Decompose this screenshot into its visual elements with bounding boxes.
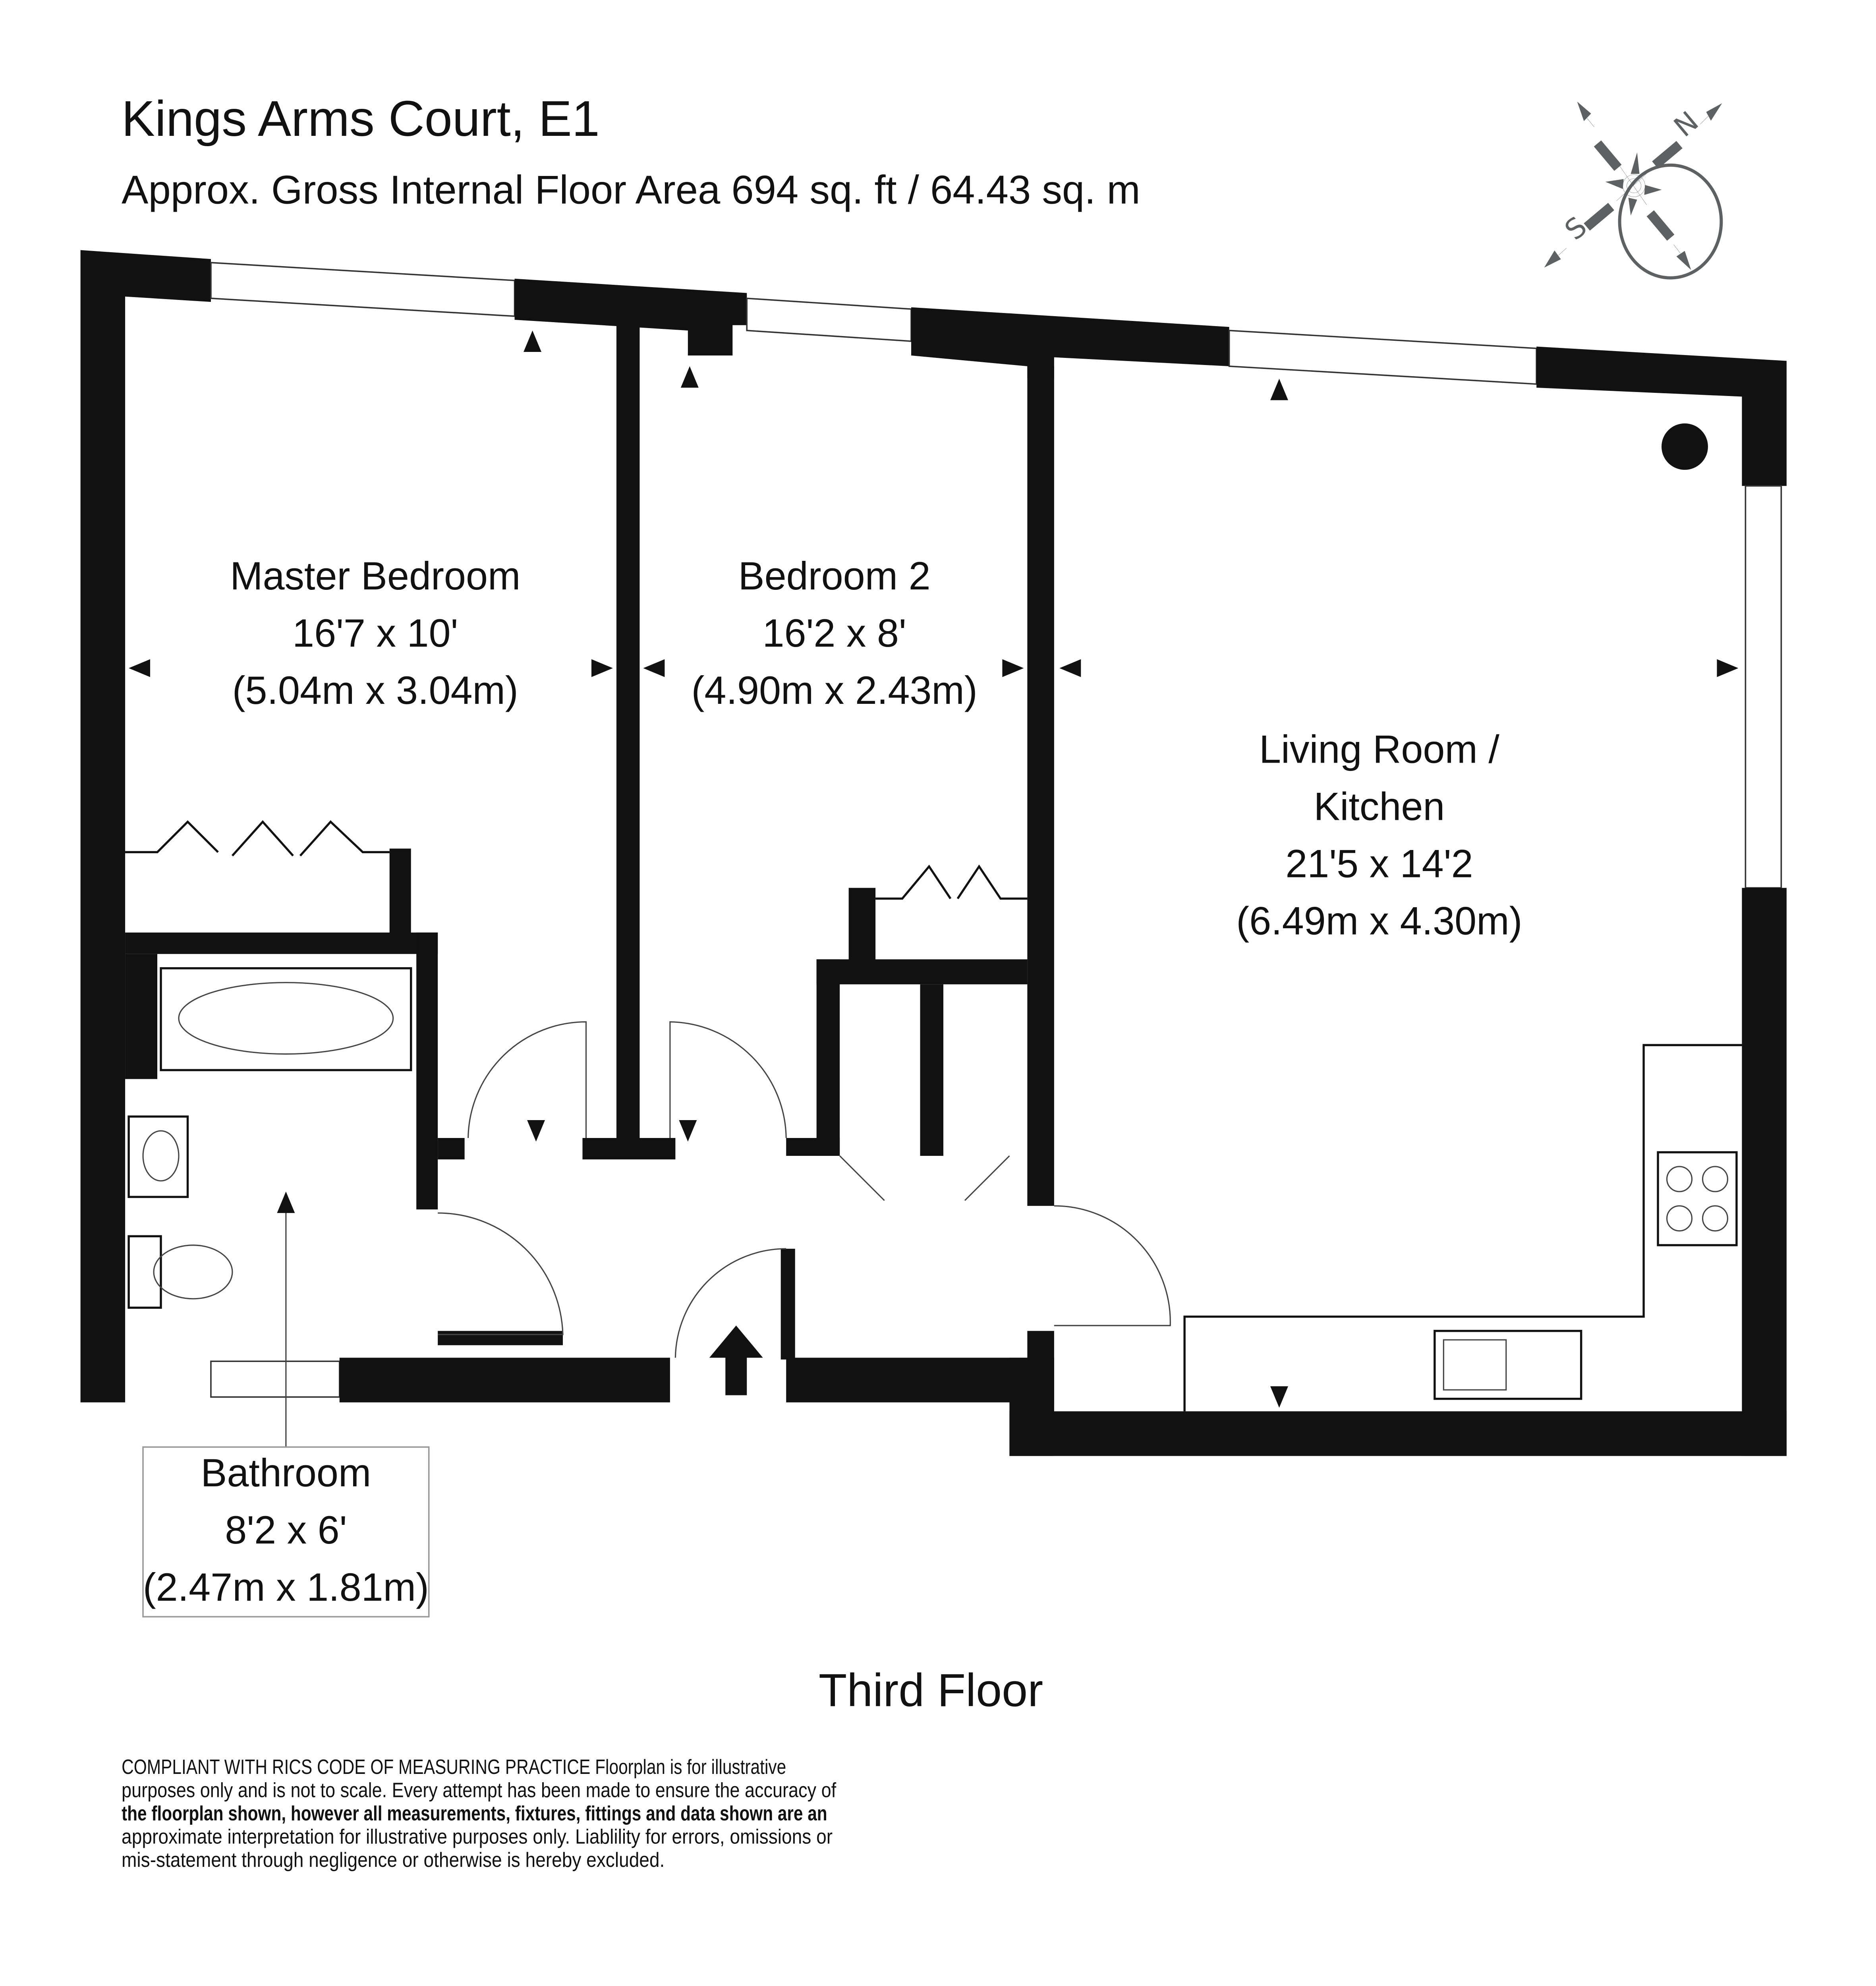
wall xyxy=(438,1331,563,1345)
door-swing xyxy=(1054,1205,1171,1326)
room-bathroom: Bathroom 8'2 x 6' (2.47m x 1.81m) xyxy=(142,1446,430,1618)
south-label: S xyxy=(1559,211,1593,247)
wall xyxy=(125,954,158,1079)
compass-rose-icon: N S xyxy=(1544,101,1723,280)
wall xyxy=(911,307,1229,379)
wall xyxy=(1027,1331,1054,1412)
wall xyxy=(816,959,1028,985)
disclaimer-line: approximate interpretation for illustrat… xyxy=(122,1825,833,1848)
cupboard-doors xyxy=(839,1155,1010,1201)
room-imperial: 8'2 x 6' xyxy=(225,1508,347,1552)
property-title: Kings Arms Court, E1 xyxy=(122,91,600,147)
wall xyxy=(438,1138,465,1159)
entrance-arrow-icon xyxy=(709,1325,763,1395)
wall xyxy=(1027,366,1054,1206)
room-bedroom-2: Bedroom 2 16'2 x 8' (4.90m x 2.43m) xyxy=(691,554,977,712)
door-swing xyxy=(674,1248,786,1358)
room-name: Living Room / xyxy=(1259,727,1499,771)
plan-area: Master Bedroom 16'7 x 10' (5.04m x 3.04m… xyxy=(80,250,1787,1618)
basin xyxy=(128,1115,189,1198)
wall xyxy=(339,1358,670,1403)
wall xyxy=(1536,346,1787,486)
wall xyxy=(1742,888,1787,1456)
wall xyxy=(80,250,211,1403)
room-imperial: 21'5 x 14'2 xyxy=(1285,841,1473,885)
window xyxy=(210,1360,340,1398)
column xyxy=(1662,423,1708,470)
wall xyxy=(848,888,876,963)
room-imperial: 16'2 x 8' xyxy=(762,611,906,655)
window xyxy=(746,298,912,342)
floorplan xyxy=(80,250,1787,1456)
room-imperial: 16'7 x 10' xyxy=(292,611,458,655)
room-metric: (5.04m x 3.04m) xyxy=(232,668,518,712)
window xyxy=(210,262,516,317)
wall xyxy=(616,325,640,1156)
kitchen-counter xyxy=(1183,1044,1742,1412)
floor-label: Third Floor xyxy=(819,1664,1043,1716)
disclaimer: COMPLIANT WITH RICS CODE OF MEASURING PR… xyxy=(122,1755,837,1871)
door-swing xyxy=(438,1212,564,1335)
room-metric: (6.49m x 4.30m) xyxy=(1236,898,1522,943)
north-label: N xyxy=(1668,105,1704,143)
floor-area: Approx. Gross Internal Floor Area 694 sq… xyxy=(122,168,1140,213)
toilet xyxy=(128,1235,162,1309)
wardrobe-doors xyxy=(875,864,1028,900)
disclaimer-line: purposes only and is not to scale. Every… xyxy=(122,1779,837,1802)
room-name: Master Bedroom xyxy=(230,554,520,598)
wall xyxy=(582,1138,676,1159)
wall xyxy=(781,1248,795,1360)
wall xyxy=(1009,1411,1787,1456)
sink xyxy=(1434,1330,1582,1400)
room-master-bedroom: Master Bedroom 16'7 x 10' (5.04m x 3.04m… xyxy=(230,554,520,712)
floorplan-sheet: Kings Arms Court, E1 Approx. Gross Inter… xyxy=(80,91,1787,1871)
hob xyxy=(1657,1151,1738,1246)
disclaimer-line: mis-statement through negligence or othe… xyxy=(122,1848,665,1871)
wall xyxy=(389,848,411,938)
room-name: Bedroom 2 xyxy=(738,554,931,598)
room-name: Kitchen xyxy=(1314,784,1445,828)
dimension-arrows xyxy=(129,330,1739,1408)
wall xyxy=(816,959,840,1156)
door-swing xyxy=(669,1021,787,1138)
room-living-kitchen: Living Room / Kitchen 21'5 x 14'2 (6.49m… xyxy=(1236,727,1522,943)
wall xyxy=(920,984,943,1156)
window xyxy=(1228,330,1538,385)
wall xyxy=(416,932,438,1209)
disclaimer-line: COMPLIANT WITH RICS CODE OF MEASURING PR… xyxy=(122,1755,786,1778)
door-swing xyxy=(468,1021,587,1138)
wardrobe-doors xyxy=(125,820,390,857)
room-name: Bathroom xyxy=(201,1451,371,1495)
room-metric: (4.90m x 2.43m) xyxy=(691,668,977,712)
wall xyxy=(125,932,438,954)
window xyxy=(1745,485,1782,889)
bathtub xyxy=(160,967,412,1071)
wall xyxy=(786,1138,840,1156)
room-metric: (2.47m x 1.81m) xyxy=(143,1565,429,1609)
disclaimer-line: the floorplan shown, however all measure… xyxy=(122,1802,827,1825)
wall xyxy=(514,278,747,356)
